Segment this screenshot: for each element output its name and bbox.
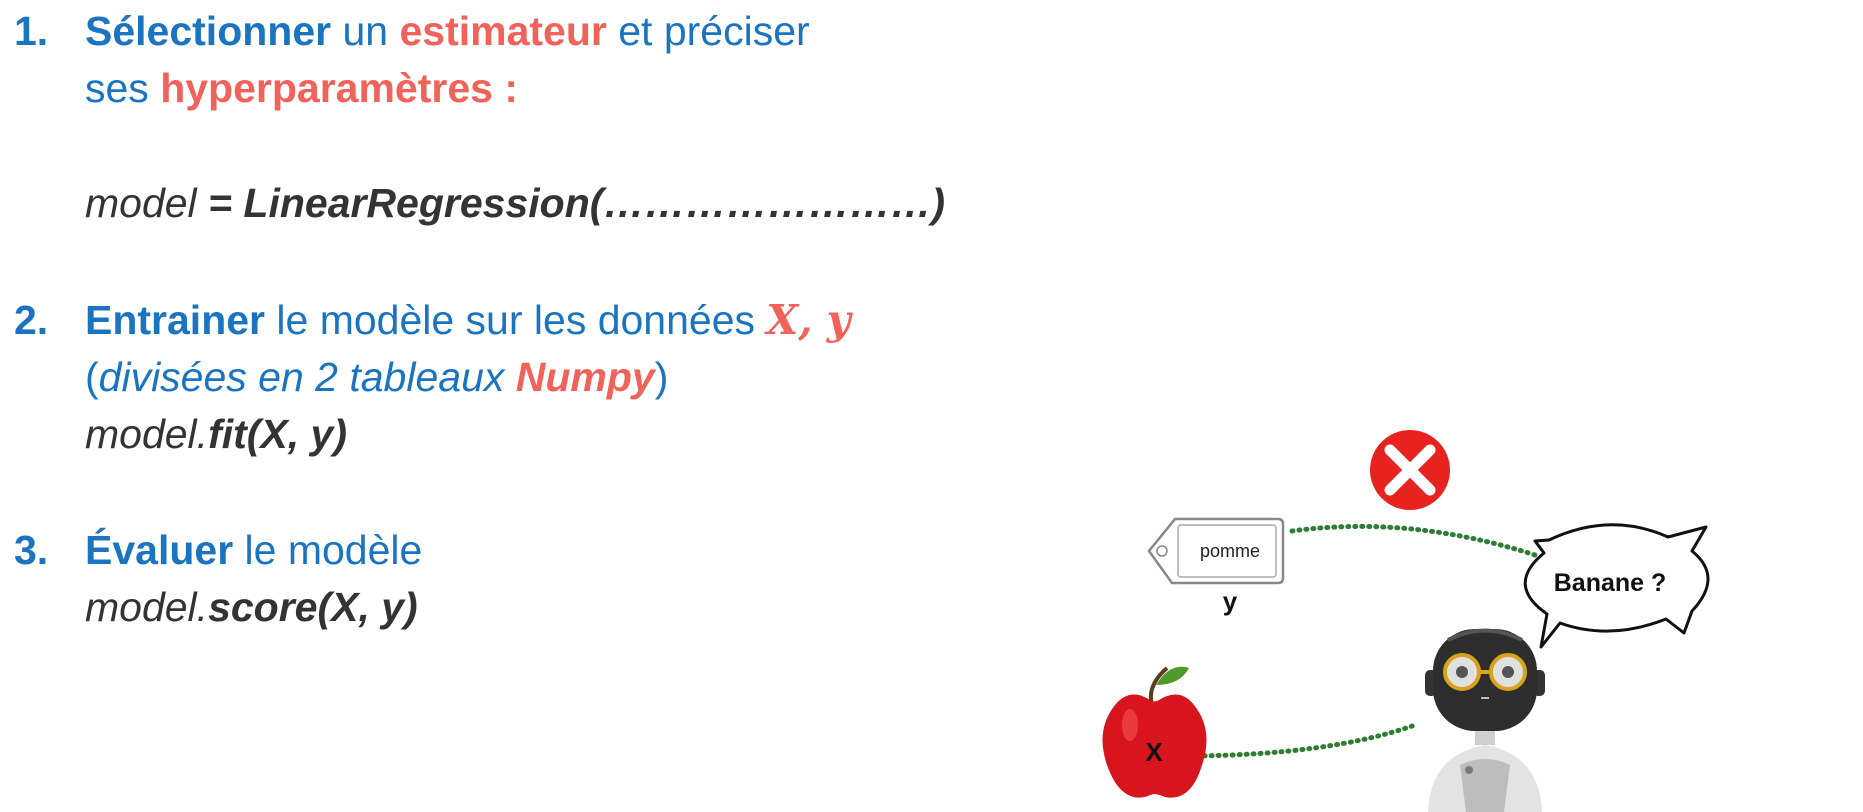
- step-2-number: 2.: [14, 297, 49, 343]
- step-2-open-paren: (: [85, 354, 99, 400]
- step-3-verb: Évaluer: [85, 527, 234, 573]
- x-circle-icon: [1370, 430, 1450, 510]
- robot-icon: [1425, 628, 1545, 812]
- step-2-line2-text: divisées en 2 tableaux: [98, 354, 516, 400]
- step-3-code-call: score(X, y): [208, 584, 418, 630]
- step-2-vars: X, y: [766, 296, 851, 344]
- step-2-highlight-numpy: Numpy: [515, 354, 655, 400]
- step-1-number: 1.: [14, 8, 49, 54]
- dotted-line-tag-to-bubble: [1289, 523, 1538, 558]
- step-1-text-b: et préciser: [606, 8, 810, 54]
- step-3-number: 3.: [14, 527, 49, 573]
- step-2-close-paren: ): [654, 354, 669, 400]
- speech-text: Banane ?: [1554, 569, 1667, 597]
- step-2-text-a: le modèle sur les données: [265, 297, 767, 343]
- tag-text: pomme: [1200, 541, 1260, 561]
- speech-bubble: [1523, 523, 1710, 649]
- step-1-code-prefix: model: [85, 180, 197, 226]
- step-1-text-a: un: [331, 8, 400, 54]
- apple-label-x: X: [1145, 737, 1163, 767]
- step-1-highlight-hyperparametres: hyperparamètres :: [160, 65, 518, 111]
- robot-illustration: pomme y Banane ? X: [1102, 430, 1710, 812]
- step-2-code-call: fit(X, y): [208, 411, 347, 457]
- step-1-code-call: LinearRegression(……………………): [243, 180, 946, 226]
- tag-icon: [1147, 517, 1285, 585]
- step-3-text-a: le modèle: [233, 527, 423, 573]
- step-1-line2-text: ses: [85, 65, 161, 111]
- step-1-code-eq: =: [196, 180, 244, 226]
- step-1-highlight-estimateur: estimateur: [399, 8, 607, 54]
- step-1-verb: Sélectionner: [85, 8, 332, 54]
- step-3-code-prefix: model.: [85, 584, 209, 630]
- apple-icon: [1102, 666, 1207, 798]
- step-2-verb: Entrainer: [85, 297, 265, 343]
- tag-label-y: y: [1223, 586, 1238, 616]
- dotted-line-apple-to-robot: [1187, 722, 1418, 759]
- step-2-code-prefix: model.: [85, 411, 209, 457]
